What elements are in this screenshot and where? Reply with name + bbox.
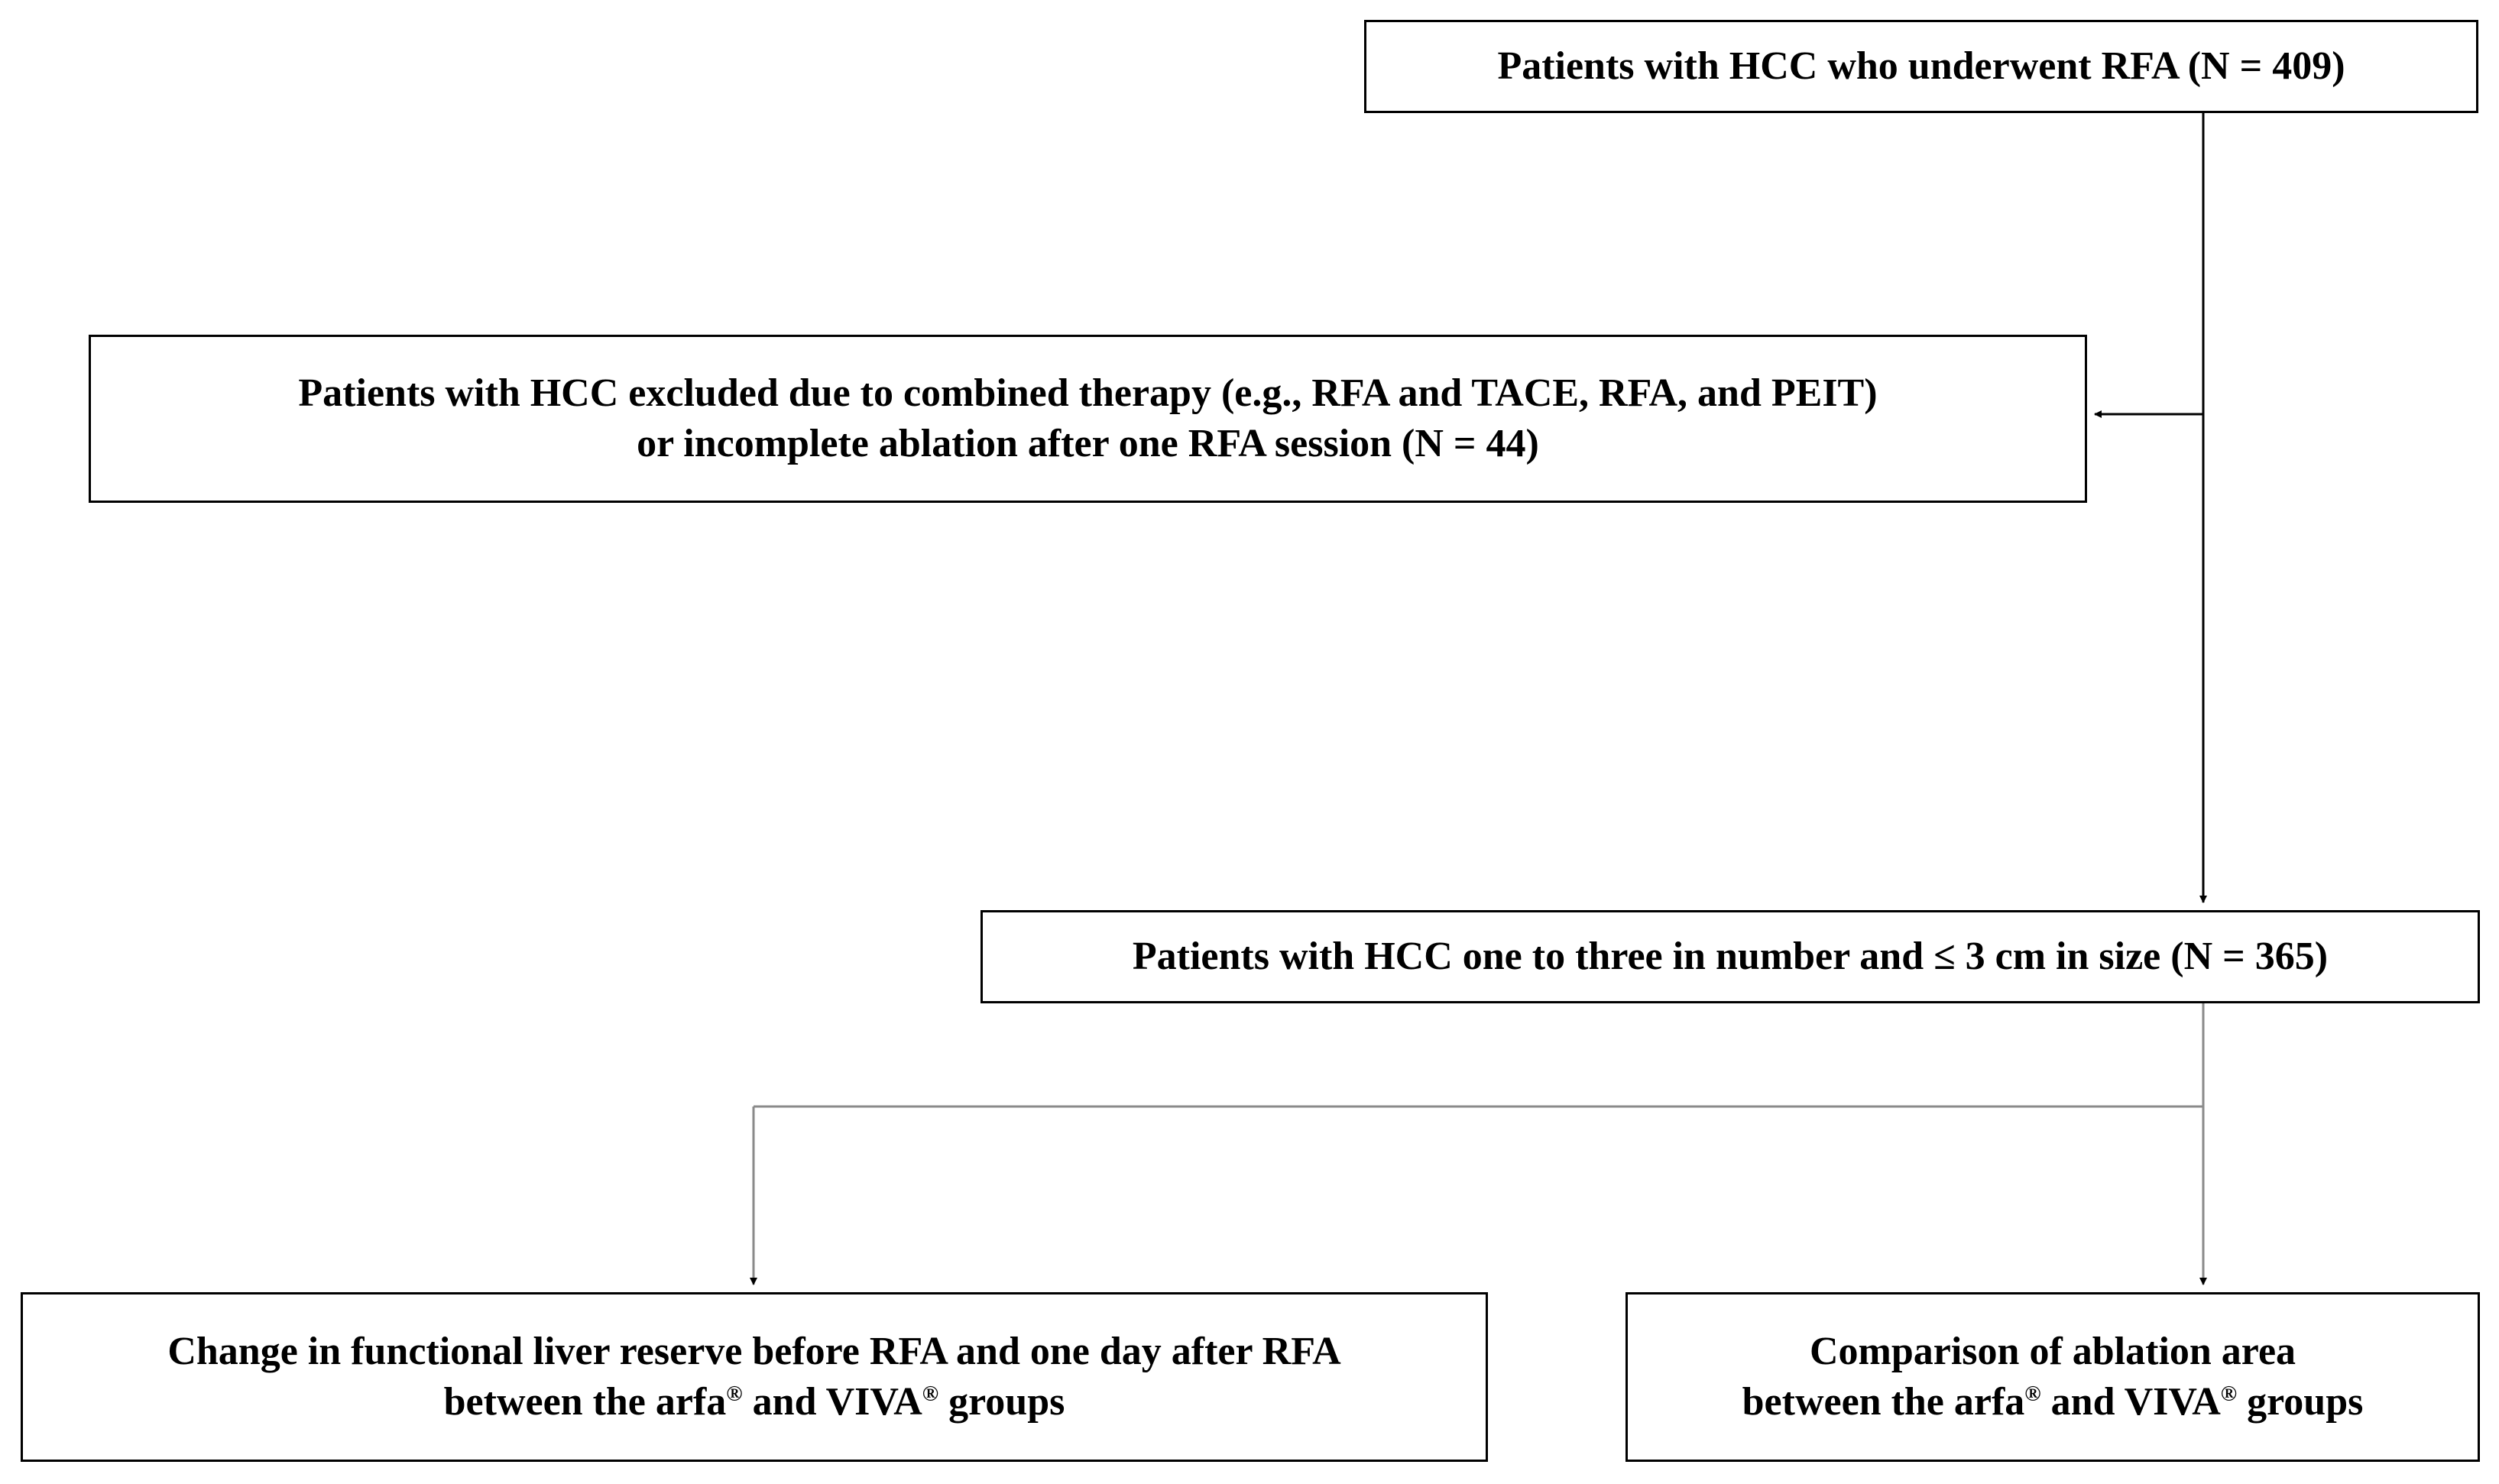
- excluded-patients-text-line1: Patients with HCC excluded due to combin…: [298, 371, 1878, 415]
- liver-reserve-text-line2: between the arfa® and VIVA® groups: [443, 1380, 1065, 1424]
- liver-reserve-text-line1: Change in functional liver reserve befor…: [167, 1329, 1341, 1373]
- total-patients-box: Patients with HCC who underwent RFA (N =…: [1364, 20, 2478, 113]
- ablation-area-text-line1: Comparison of ablation area: [1809, 1329, 2296, 1373]
- registered-mark: ®: [2220, 1382, 2238, 1406]
- registered-mark: ®: [922, 1382, 939, 1406]
- ablation-area-outcome-box: Comparison of ablation area between the …: [1625, 1292, 2480, 1462]
- excluded-patients-box: Patients with HCC excluded due to combin…: [89, 335, 2087, 503]
- registered-mark: ®: [726, 1382, 743, 1406]
- included-patients-box: Patients with HCC one to three in number…: [980, 910, 2480, 1003]
- ablation-area-text-line2: between the arfa® and VIVA® groups: [1742, 1380, 2364, 1424]
- registered-mark: ®: [2024, 1382, 2041, 1406]
- total-patients-text: Patients with HCC who underwent RFA (N =…: [1497, 44, 2345, 88]
- liver-reserve-outcome-box: Change in functional liver reserve befor…: [21, 1292, 1488, 1462]
- excluded-patients-text-line2: or incomplete ablation after one RFA ses…: [637, 422, 1539, 465]
- included-patients-text: Patients with HCC one to three in number…: [1132, 934, 2329, 978]
